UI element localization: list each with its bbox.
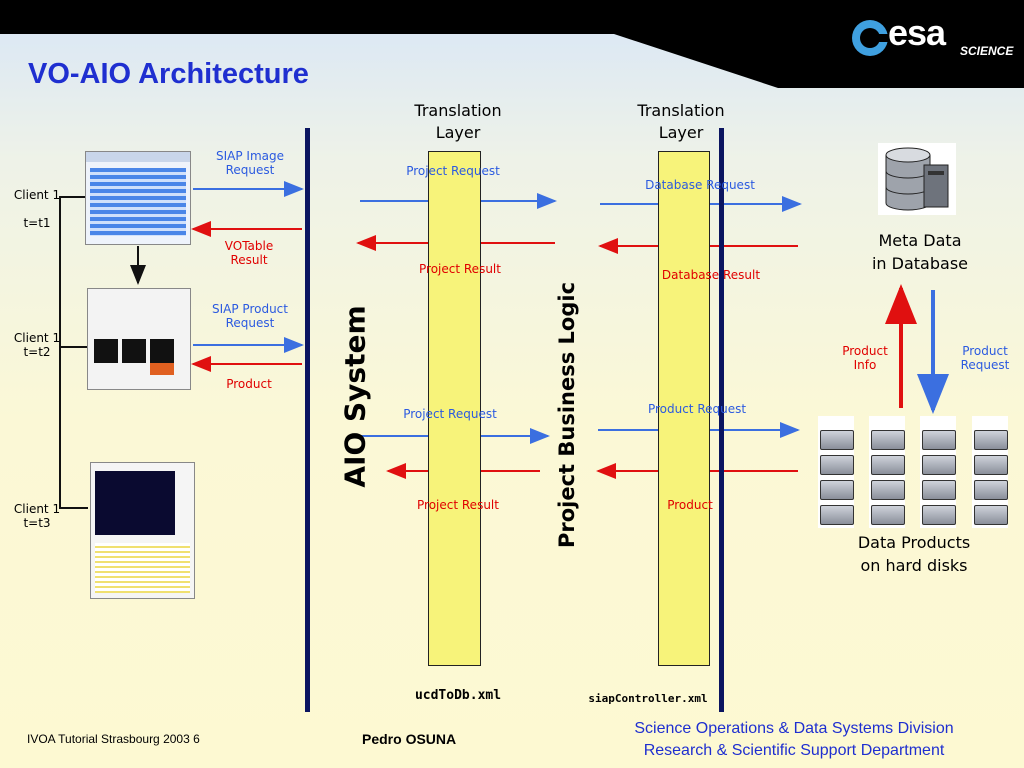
server-icon [871,480,905,500]
footer-author: Pedro OSUNA [362,731,457,747]
server-icon [820,455,854,475]
votable-result-label: VOTable Result [224,239,274,267]
server-icon [974,455,1008,475]
meta-data-label: Meta Data in Database [871,231,968,273]
project-result-label-2: Project Result [417,498,499,512]
server-icon [871,455,905,475]
footer-right: Science Operations & Data Systems Divisi… [584,718,1004,762]
server-icon [922,505,956,525]
client-screenshot-3 [90,462,195,599]
client-1-time: t=t1 [23,216,51,230]
client-label-2: Client 1 t=t2 [0,331,74,359]
server-icon [820,505,854,525]
server-icon [820,430,854,450]
project-result-label-1: Project Result [419,262,501,276]
business-divider [719,128,724,712]
client-screenshot-2 [87,288,191,390]
translation-layer-1-label: Translation Layer [414,101,502,142]
server-icon [922,430,956,450]
server-icon [871,430,905,450]
page-title: VO-AIO Architecture [28,58,309,90]
client-3-name: Client 1 [13,502,61,516]
database-request-label: Database Request [645,178,755,192]
footer-department: Research & Scientific Support Department [643,742,945,759]
ucdtodb-file-label: ucdToDb.xml [414,688,502,703]
translation-layer-2-column [658,151,710,666]
product-flow-label: Product [667,498,713,512]
aio-system-label: AIO System [338,305,372,488]
translation-layer-2-label: Translation Layer [637,101,725,142]
server-icon [974,505,1008,525]
database-result-label: Database Result [661,268,761,282]
footer-left: IVOA Tutorial Strasbourg 2003 6 [27,732,200,746]
client-2-name: Client 1 [13,331,61,345]
server-icon [871,505,905,525]
database-icon [878,143,956,215]
client-screenshot-1 [85,151,191,245]
product-client-label: Product [226,377,272,391]
client-1-name: Client 1 [13,188,61,202]
project-request-label-1: Project Request [406,164,500,178]
footer-division: Science Operations & Data Systems Divisi… [634,720,954,737]
client-label-1: Client 1 t=t1 [0,174,74,244]
product-request-flow-label: Product Request [647,402,747,416]
esa-logo-icon [852,20,888,56]
product-info-label: Product Info [842,344,888,372]
siapcontroller-file-label: siapController.xml [588,692,708,705]
business-logic-label: Project Business Logic [555,281,579,549]
client-label-3: Client 1 t=t3 [0,502,74,530]
server-icon [820,480,854,500]
aio-divider [305,128,310,712]
esa-logo-sub: SCIENCE [960,44,1014,58]
client-2-time: t=t2 [23,345,51,359]
server-icon [974,430,1008,450]
project-request-label-2: Project Request [403,407,497,421]
esa-logo: esa SCIENCE [850,12,1020,64]
data-products-label: Data Products on hard disks [857,533,971,575]
translation-layer-1-column [428,151,481,666]
siap-product-request-label: SIAP Product Request [212,302,288,330]
siap-image-request-label: SIAP Image Request [216,149,284,177]
product-request-storage-label: Product Request [960,344,1010,372]
server-icon [922,455,956,475]
client-3-time: t=t3 [23,516,51,530]
server-icon [922,480,956,500]
server-icon [974,480,1008,500]
esa-logo-word: esa [888,12,946,53]
